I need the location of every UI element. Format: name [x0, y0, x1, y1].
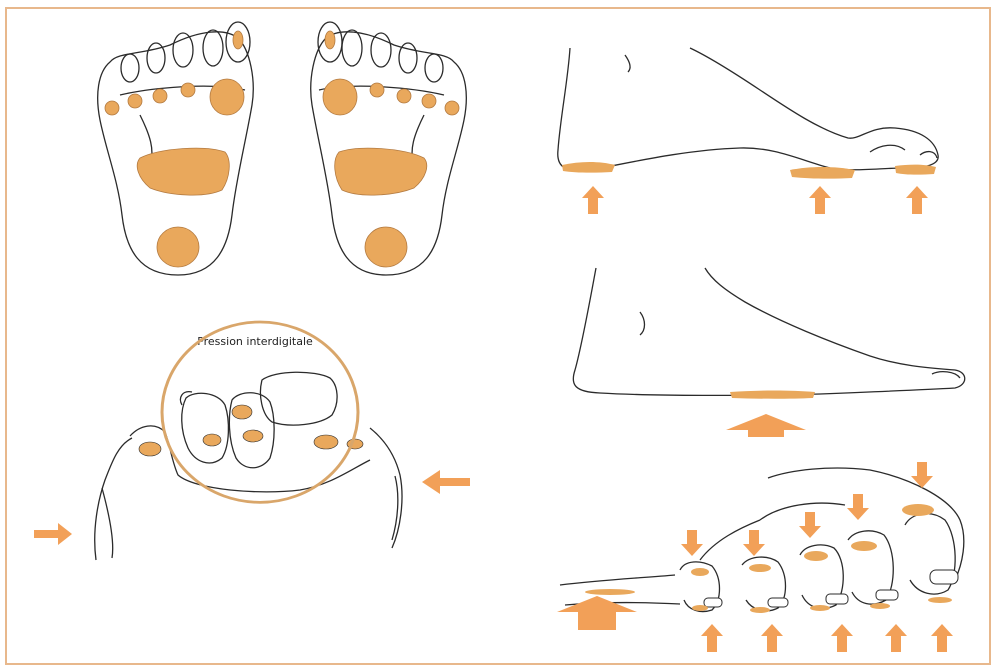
down-arrow-icon	[743, 530, 765, 556]
cavus-foot-side-view	[558, 48, 938, 170]
up-arrow-icon	[885, 624, 907, 652]
up-arrow-icon	[831, 624, 853, 652]
flat-foot-pressure-zone	[730, 391, 815, 399]
interdigital-pressure-label: Pression interdigitale	[197, 335, 313, 348]
claw-toes-up-arrows	[557, 596, 953, 652]
interdigital-highlight-circle	[162, 322, 358, 502]
front-foot-pressure-marks	[139, 405, 363, 456]
claw-toes-nails	[704, 570, 958, 607]
up-arrow-icon	[906, 186, 928, 214]
front-foot-arrows	[34, 470, 470, 545]
up-arrow-icon	[931, 624, 953, 652]
flat-foot-arrows	[726, 414, 806, 437]
right-arrow-icon	[34, 523, 72, 545]
up-arrow-icon	[557, 596, 637, 630]
up-arrow-icon	[726, 414, 806, 437]
down-arrow-icon	[799, 512, 821, 538]
flat-foot-side-view	[573, 268, 964, 395]
left-sole-pressure-zones	[105, 31, 244, 267]
cavus-foot-arrows	[582, 186, 928, 214]
up-arrow-icon	[582, 186, 604, 214]
up-arrow-icon	[761, 624, 783, 652]
up-arrow-icon	[809, 186, 831, 214]
down-arrow-icon	[681, 530, 703, 556]
up-arrow-icon	[701, 624, 723, 652]
down-arrow-icon	[847, 494, 869, 520]
left-arrow-icon	[422, 470, 470, 494]
